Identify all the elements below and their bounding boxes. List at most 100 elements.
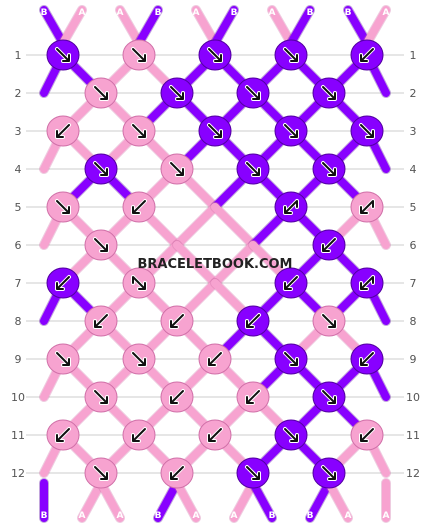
strand-color-label: B <box>307 511 314 521</box>
strand-color-label: B <box>307 8 314 18</box>
knot[interactable] <box>160 77 194 109</box>
knot[interactable] <box>198 343 232 375</box>
knot-arrow-icon <box>360 276 374 290</box>
knot[interactable] <box>312 457 346 489</box>
row-label-left: 3 <box>15 125 22 138</box>
knot-arrow-icon <box>132 48 146 62</box>
strand-segment <box>211 203 257 249</box>
knot[interactable] <box>312 305 346 337</box>
knot[interactable] <box>46 39 80 71</box>
knot-arrow-icon <box>94 390 108 404</box>
strand-color-label: A <box>79 8 86 18</box>
row-label-left: 11 <box>11 429 25 442</box>
knot-arrow-icon <box>360 428 374 442</box>
knot[interactable] <box>198 39 232 71</box>
strand-color-label: A <box>231 511 238 521</box>
strand-color-label: A <box>269 8 276 18</box>
strand-segment <box>97 479 124 522</box>
knot[interactable] <box>160 381 194 413</box>
knot[interactable] <box>46 343 80 375</box>
knot[interactable] <box>236 457 270 489</box>
knot[interactable] <box>350 343 384 375</box>
row-label-left: 5 <box>15 201 22 214</box>
knot[interactable] <box>84 229 118 261</box>
knot[interactable] <box>46 419 80 451</box>
knot[interactable] <box>312 229 346 261</box>
knot[interactable] <box>350 115 384 147</box>
knot[interactable] <box>236 305 270 337</box>
knot[interactable] <box>350 39 384 71</box>
knot-arrow-icon <box>56 428 70 442</box>
strand-color-label: B <box>155 511 162 521</box>
knot[interactable] <box>274 191 308 223</box>
knot[interactable] <box>84 153 118 185</box>
knot[interactable] <box>198 419 232 451</box>
knot[interactable] <box>274 419 308 451</box>
knot[interactable] <box>350 191 384 223</box>
row-label-left: 10 <box>11 391 25 404</box>
knot-grid <box>46 39 384 489</box>
knot-arrow-icon <box>170 314 184 328</box>
knot-arrow-icon <box>208 48 222 62</box>
knot-arrow-icon <box>284 352 298 366</box>
knot[interactable] <box>122 191 156 223</box>
knot-arrow-icon <box>322 314 336 328</box>
strand-segment <box>173 479 200 522</box>
knot-arrow-icon <box>56 352 70 366</box>
knot-arrow-icon <box>94 86 108 100</box>
knot[interactable] <box>350 419 384 451</box>
strand-segment <box>249 479 276 522</box>
row-label-left: 1 <box>15 49 22 62</box>
knot[interactable] <box>122 343 156 375</box>
knot[interactable] <box>274 267 308 299</box>
row-label-right: 9 <box>410 353 417 366</box>
knot[interactable] <box>122 39 156 71</box>
knot[interactable] <box>160 153 194 185</box>
strand-segment <box>344 6 371 47</box>
knot[interactable] <box>84 305 118 337</box>
knot-arrow-icon <box>132 124 146 138</box>
knot[interactable] <box>312 381 346 413</box>
knot[interactable] <box>236 153 270 185</box>
knot[interactable] <box>84 77 118 109</box>
strand-color-label: A <box>193 511 200 521</box>
knot[interactable] <box>198 115 232 147</box>
knot[interactable] <box>160 305 194 337</box>
knot-arrow-icon <box>170 162 184 176</box>
strand-color-label: B <box>41 8 48 18</box>
strand-segment <box>211 241 257 287</box>
watermark: BRACELETBOOK.COM <box>138 257 293 272</box>
knot-arrow-icon <box>132 428 146 442</box>
knot[interactable] <box>122 419 156 451</box>
knot-arrow-icon <box>322 162 336 176</box>
knot[interactable] <box>236 381 270 413</box>
knot-arrow-icon <box>284 428 298 442</box>
knot[interactable] <box>312 153 346 185</box>
knot[interactable] <box>350 267 384 299</box>
knot[interactable] <box>46 115 80 147</box>
knot-arrow-icon <box>132 200 146 214</box>
strand-segment <box>363 6 390 47</box>
knot[interactable] <box>274 39 308 71</box>
knot[interactable] <box>84 457 118 489</box>
knot[interactable] <box>46 191 80 223</box>
knot[interactable] <box>84 381 118 413</box>
knot-arrow-icon <box>94 238 108 252</box>
knot[interactable] <box>122 115 156 147</box>
knot[interactable] <box>236 77 270 109</box>
knot[interactable] <box>274 343 308 375</box>
strand-color-label: A <box>117 511 124 521</box>
knot-arrow-icon <box>246 162 260 176</box>
knot[interactable] <box>122 267 156 299</box>
row-label-left: 6 <box>15 239 22 252</box>
knot-arrow-icon <box>322 466 336 480</box>
row-label-right: 6 <box>410 239 417 252</box>
knot-arrow-icon <box>284 124 298 138</box>
knot-arrow-icon <box>284 200 298 214</box>
knot[interactable] <box>312 77 346 109</box>
knot[interactable] <box>46 267 80 299</box>
knot-arrow-icon <box>246 390 260 404</box>
knot[interactable] <box>274 115 308 147</box>
knot-arrow-icon <box>360 48 374 62</box>
knot[interactable] <box>160 457 194 489</box>
